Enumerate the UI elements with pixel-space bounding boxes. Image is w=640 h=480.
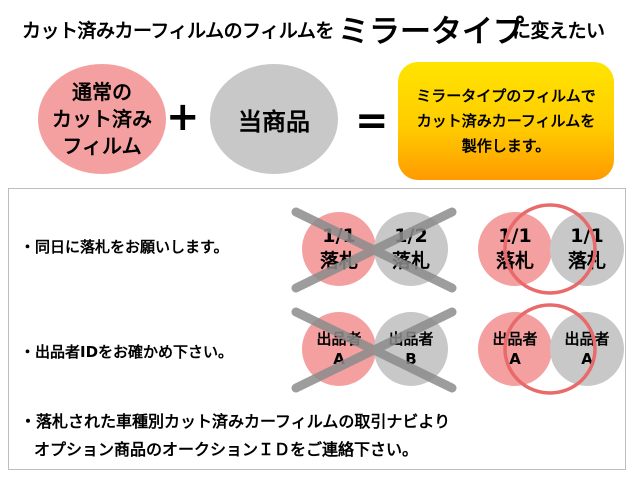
equals-sign: = [355,98,389,144]
result-line-1: ミラータイプのフィルムで [416,86,596,105]
header-emphasis: ミラータイプ [338,14,524,50]
good-seller-left-circle: 出品者 A [478,312,552,386]
regular-film-circle: 通常の カット済み フィルム [38,64,166,174]
contact-instruction-line-2: オプション商品のオークションＩＤをご連絡下さい。 [34,440,419,459]
cross-mark-icon [291,207,457,293]
contact-instruction-line-1: ・落札された車種別カット済みカーフィルムの取引ナビより [20,412,451,431]
good-seller-right-top: 出品者 [564,330,610,348]
correct-circle-icon [503,303,597,395]
regular-film-line-1: 通常の [72,79,132,104]
plus-sign: + [166,94,200,140]
result-box: ミラータイプのフィルムで カット済みカーフィルムを 製作します。 [398,62,614,180]
result-line-3: 製作します。 [461,136,551,155]
regular-film-line-3: フィルム [62,133,142,158]
bad-seller-right-bottom: B [405,350,417,368]
good-seller-left-bottom: A [509,350,521,368]
bad-seller-left-bottom: A [333,350,345,368]
correct-circle-icon [503,203,597,295]
result-line-2: カット済みカーフィルムを [416,111,596,130]
good-seller-right-bottom: A [581,350,593,368]
cross-mark-icon [291,307,457,393]
instruction-panel [8,188,626,470]
good-bid-right-bottom: 落札 [567,250,606,272]
header-prefix: カット済みカーフィルムのフィルムを [22,20,334,42]
good-seller-right-circle: 出品者 A [550,312,624,386]
this-product-label: 当商品 [238,107,310,136]
seller-id-instruction: ・出品者IDをお確かめ下さい。 [20,343,234,361]
same-day-instruction: ・同日に落札をお願いします。 [20,238,229,256]
this-product-circle: 当商品 [210,64,338,174]
header-suffix: に変えたい [512,20,605,42]
regular-film-line-2: カット済み [52,106,152,131]
